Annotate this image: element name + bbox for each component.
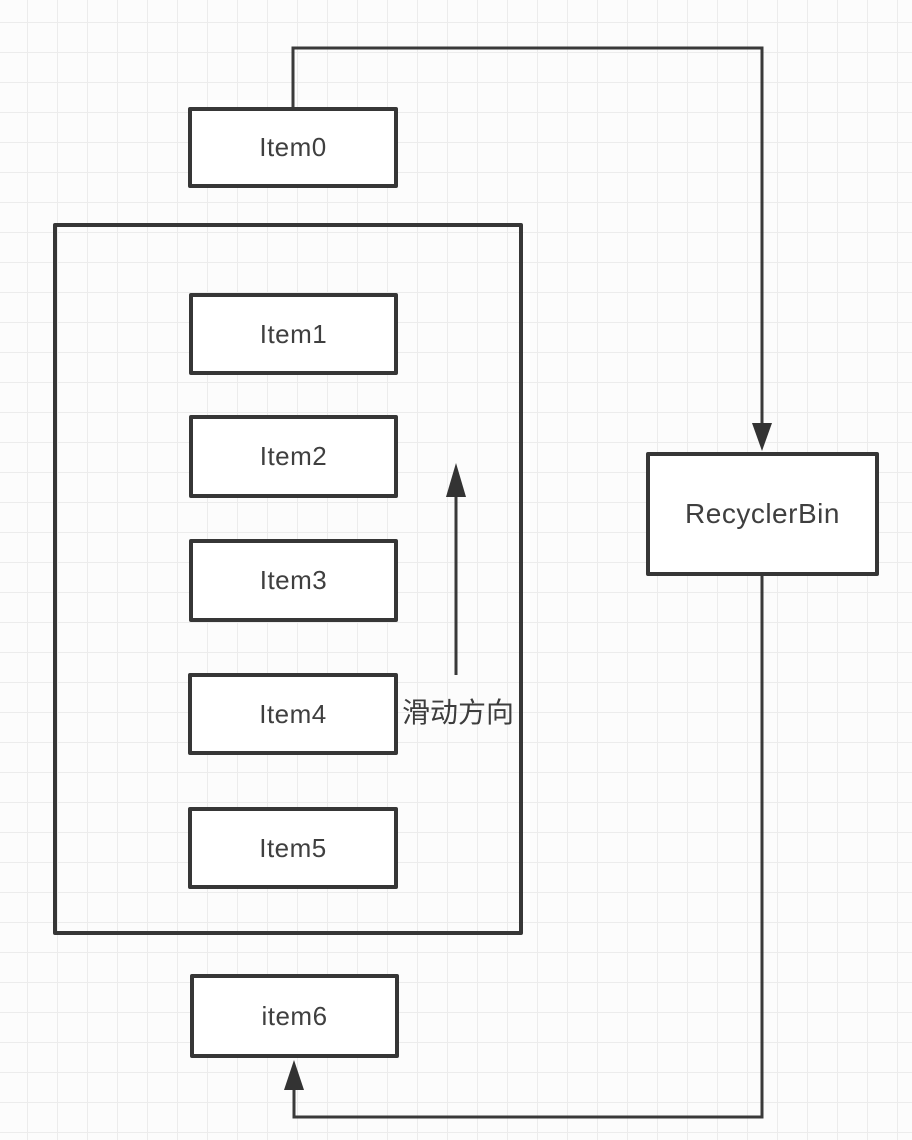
node-item3: Item3 (189, 539, 398, 622)
node-item1-label: Item1 (259, 318, 328, 349)
node-item4: Item4 (188, 673, 398, 755)
node-recyclerbin: RecyclerBin (646, 452, 879, 576)
node-recyclerbin-label: RecyclerBin (685, 498, 840, 529)
recyclerview-container-box (53, 223, 523, 935)
node-item1: Item1 (189, 293, 398, 375)
node-item2: Item2 (189, 415, 398, 498)
node-item5: Item5 (188, 807, 398, 889)
arrowhead-into-recyclerbin-icon (752, 423, 772, 451)
node-item0-label: Item0 (259, 132, 327, 162)
node-item3-label: Item3 (259, 565, 328, 595)
node-item5-label: Item5 (259, 832, 327, 863)
node-item2-label: Item2 (259, 441, 328, 471)
node-item4-label: Item4 (259, 698, 327, 729)
slide-direction-label: 滑动方向 (402, 697, 515, 728)
arrowhead-into-item6-icon (284, 1060, 304, 1090)
node-item0: Item0 (188, 107, 398, 188)
node-item6-label: item6 (261, 1000, 328, 1031)
node-item6: item6 (190, 974, 399, 1058)
